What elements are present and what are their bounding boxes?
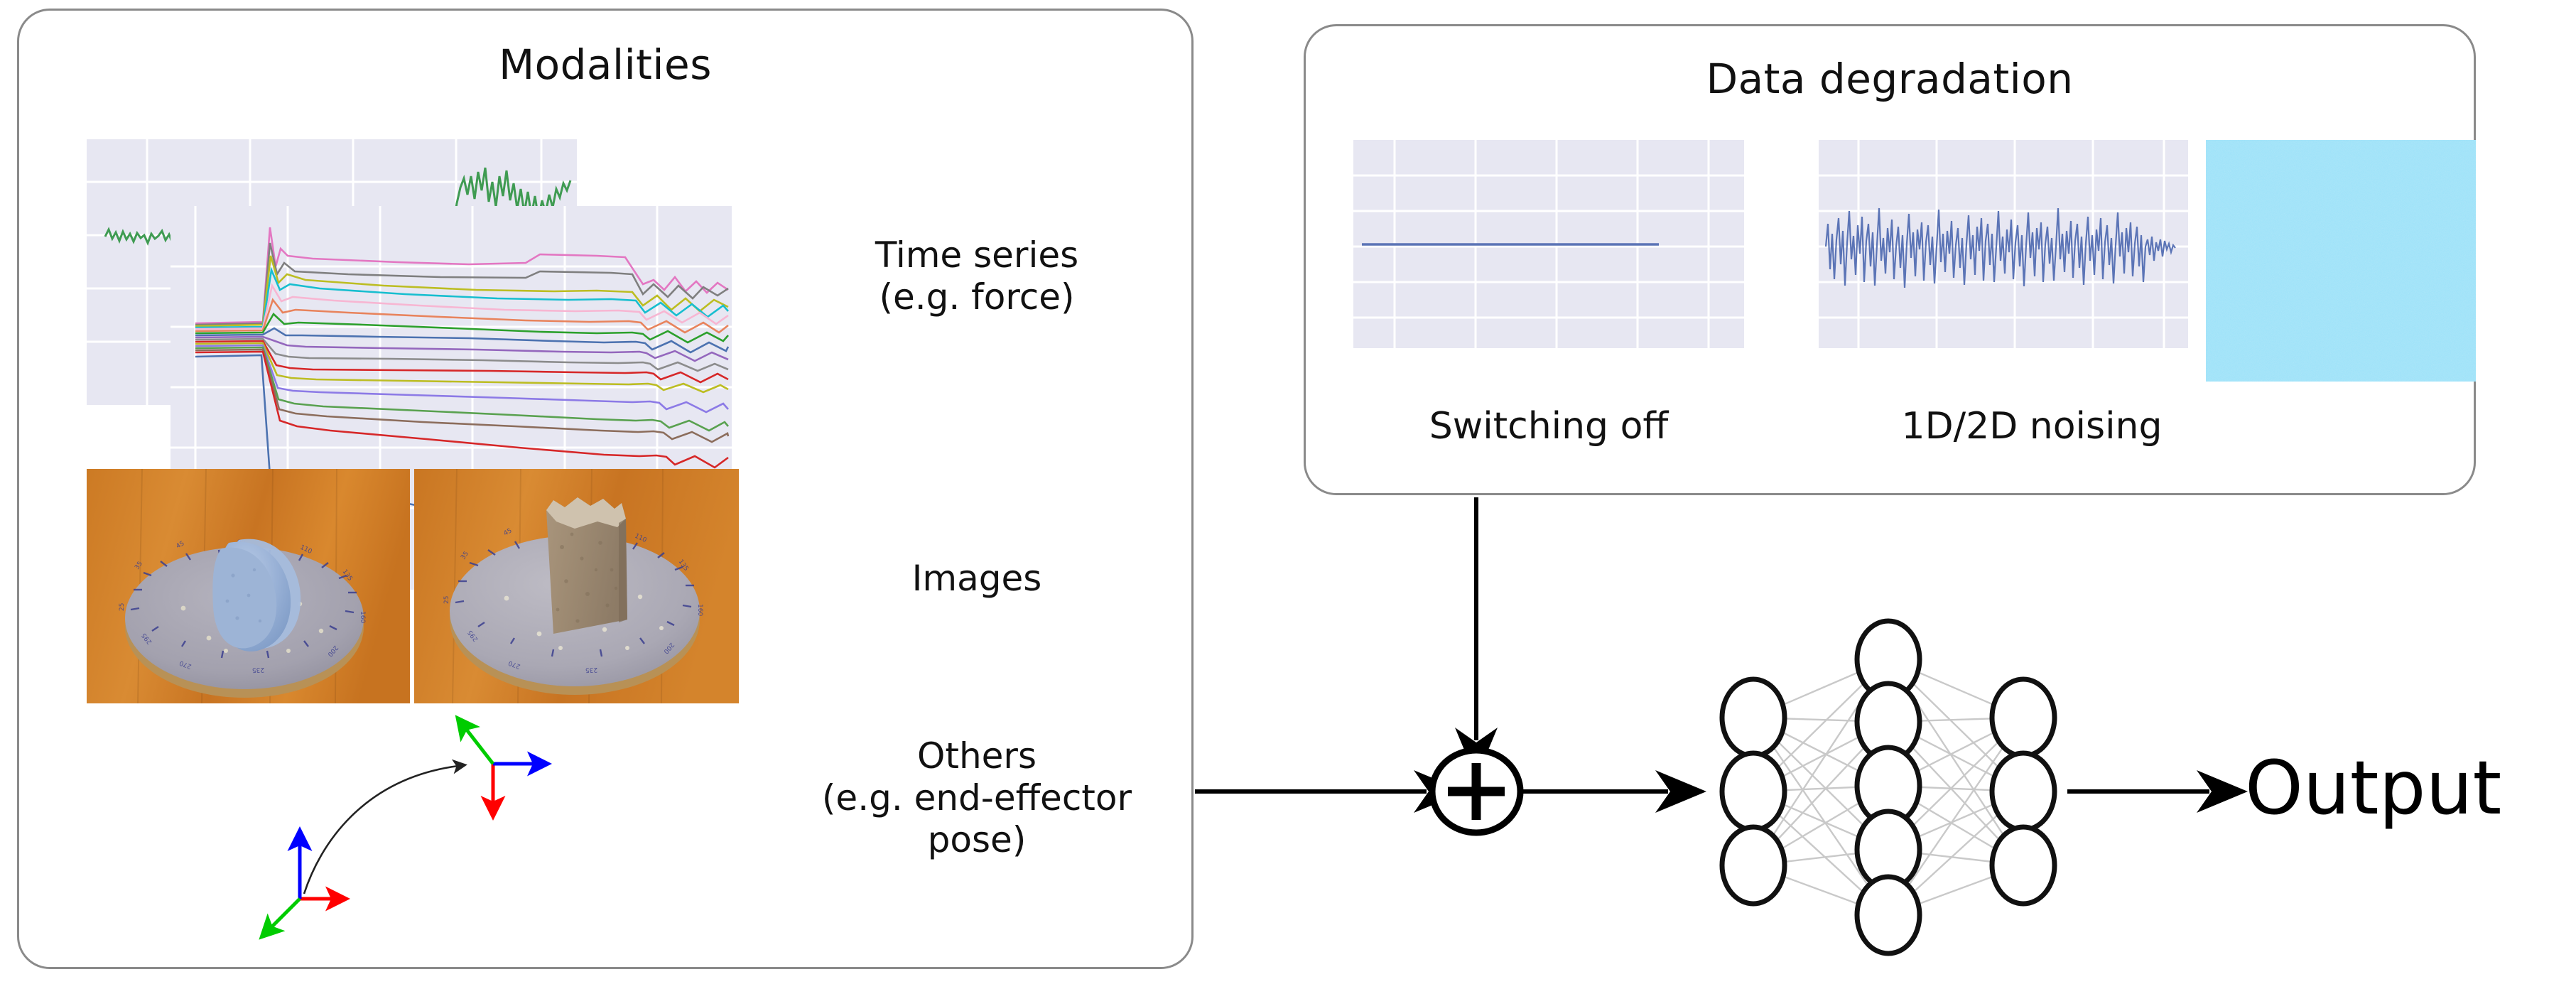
blue-foam-disc-photo: 25 35 45 90 110 135 160 200 235 270 295 bbox=[87, 469, 410, 703]
output-node-2 bbox=[1989, 750, 2057, 833]
label-images: Images bbox=[764, 558, 1190, 600]
hidden-node-4 bbox=[1854, 809, 1922, 891]
label-others-line1: Others bbox=[916, 735, 1037, 777]
svg-text:25: 25 bbox=[443, 596, 450, 604]
label-others-line3: pose) bbox=[927, 819, 1027, 860]
hidden-node-1 bbox=[1854, 618, 1922, 701]
hidden-node-3 bbox=[1854, 745, 1922, 827]
page-title-degradation: Data degradation bbox=[1706, 55, 2074, 103]
hidden-node-2 bbox=[1854, 681, 1922, 763]
image-blue-foam-disc: 25 35 45 90 110 135 160 200 235 270 295 bbox=[87, 469, 410, 703]
svg-text:235: 235 bbox=[585, 666, 598, 674]
svg-text:45: 45 bbox=[175, 540, 186, 550]
trajectory-arc bbox=[303, 759, 467, 895]
output-node-1 bbox=[1989, 676, 2057, 759]
noising-1d-plot bbox=[1819, 140, 2188, 348]
caption-1d-2d-noising: 1D/2D noising bbox=[1901, 405, 2163, 448]
label-time-series-line1: Time series bbox=[875, 234, 1079, 276]
image-stone-block: 25 35 45 90 110 135 160 200 235 270 295 bbox=[414, 469, 739, 703]
noising-2d-image bbox=[2206, 140, 2476, 382]
caption-switching-off: Switching off bbox=[1429, 405, 1669, 448]
noising-1d-plot-svg bbox=[1819, 140, 2188, 348]
pose-frame-start bbox=[259, 826, 350, 940]
pose-frames-figure bbox=[213, 710, 568, 959]
label-time-series: Time series (e.g. force) bbox=[764, 234, 1190, 318]
label-others: Others (e.g. end-effector pose) bbox=[732, 735, 1222, 861]
network-nodes bbox=[1719, 618, 2057, 956]
input-node-2 bbox=[1719, 750, 1787, 833]
label-images-line1: Images bbox=[911, 558, 1042, 599]
label-time-series-line2: (e.g. force) bbox=[879, 276, 1075, 318]
input-node-3 bbox=[1719, 824, 1787, 907]
svg-text:160: 160 bbox=[696, 604, 703, 616]
input-node-1 bbox=[1719, 676, 1787, 759]
noise-2d-svg bbox=[2206, 140, 2476, 382]
gridlines bbox=[1353, 140, 1744, 348]
output-node-3 bbox=[1989, 824, 2057, 907]
svg-text:235: 235 bbox=[252, 666, 265, 674]
page-title-modalities: Modalities bbox=[499, 40, 712, 89]
hidden-node-5 bbox=[1854, 874, 1922, 956]
switching-off-plot-svg bbox=[1353, 140, 1744, 348]
svg-text:25: 25 bbox=[119, 603, 126, 611]
stone-block-photo: 25 35 45 90 110 135 160 200 235 270 295 bbox=[414, 469, 739, 703]
output-label: Output bbox=[2245, 745, 2502, 831]
pose-frame-end bbox=[455, 715, 552, 821]
switching-off-plot bbox=[1353, 140, 1744, 348]
noise-signal-line bbox=[1824, 207, 2176, 288]
label-others-line2: (e.g. end-effector bbox=[821, 777, 1132, 818]
svg-text:160: 160 bbox=[359, 611, 366, 623]
sum-junction bbox=[1429, 747, 1524, 836]
svg-text:45: 45 bbox=[503, 527, 514, 537]
blue-foam-object bbox=[212, 539, 301, 652]
porous-stone-object bbox=[546, 497, 627, 634]
network-edges bbox=[1752, 658, 2025, 917]
